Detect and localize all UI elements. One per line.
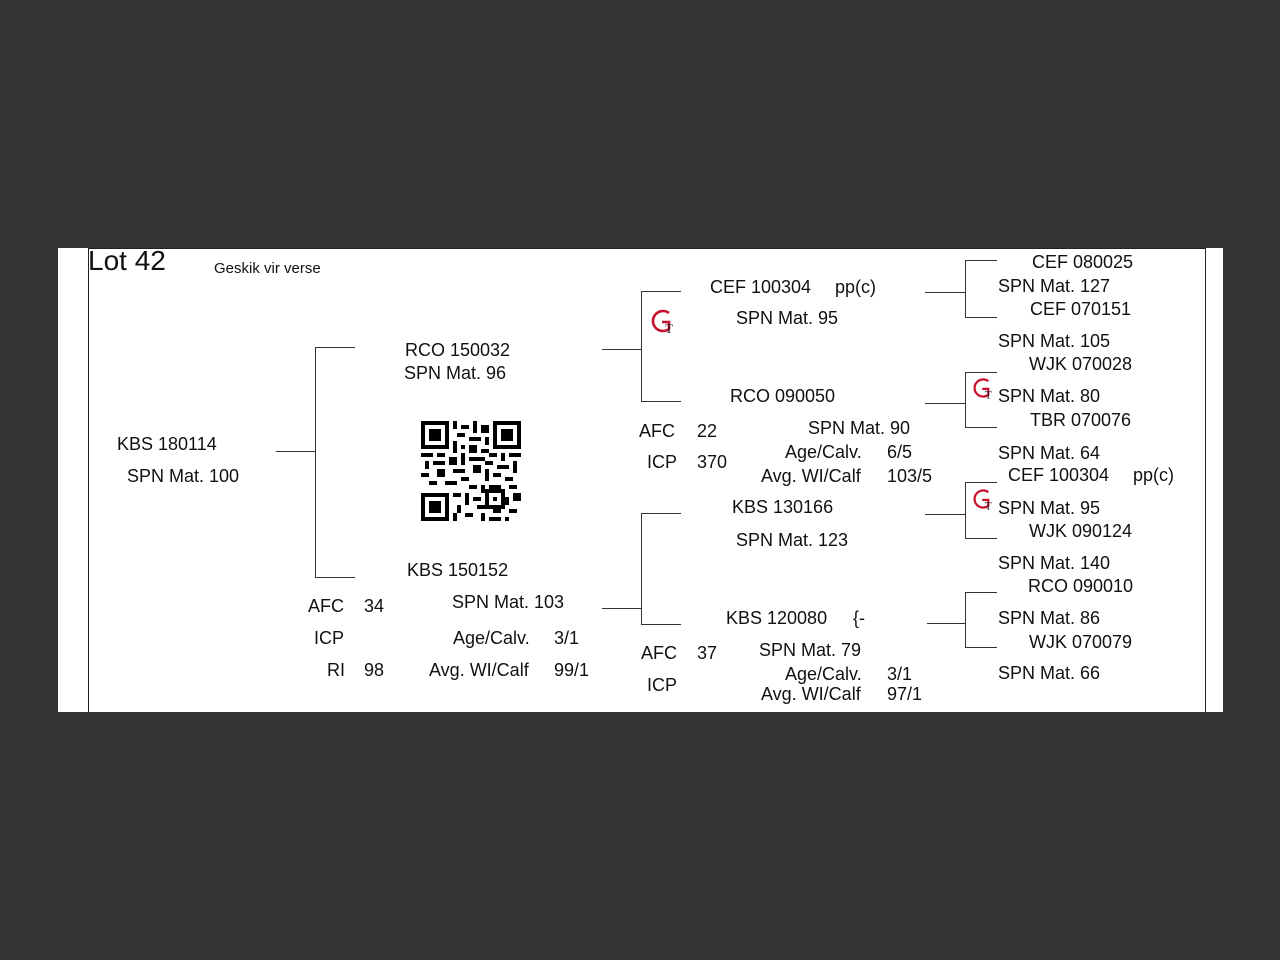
connector [315,347,316,577]
sd-avgwi-label: Avg. WI/Calf [761,466,861,486]
connector [276,451,316,452]
sd-agecalv-value: 6/5 [887,442,913,462]
sd-icp-label: ICP [647,452,678,472]
connector [965,260,997,261]
dam-ri-label: RI [327,660,345,680]
page-top-border [88,248,1205,249]
connector [965,372,997,373]
gg-id: WJK 070079 [1029,632,1133,652]
gg-spn: SPN Mat. 64 [998,443,1101,463]
dam-agecalv-label: Age/Calv. [453,628,530,648]
sd-agecalv-label: Age/Calv. [785,442,862,462]
dam-spn: SPN Mat. 103 [452,592,565,612]
connector [927,623,965,624]
page-right-border [1205,248,1206,712]
gg-id: RCO 090010 [1028,576,1134,596]
sd-id: RCO 090050 [730,386,836,406]
connector [925,292,965,293]
dam-id: KBS 150152 [407,560,509,580]
gg-id: WJK 070028 [1029,354,1133,374]
sd-icp-value: 370 [697,452,728,472]
connector [965,538,997,539]
dam-agecalv-value: 3/1 [554,628,580,648]
sire-spn: SPN Mat. 96 [404,363,507,383]
connector [315,347,355,348]
dd-id: KBS 120080 [726,608,828,628]
connector [965,427,997,428]
dd-spn: SPN Mat. 79 [759,640,862,660]
gg-suffix: pp(c) [1133,465,1175,485]
lot-note: Geskik vir verse [214,260,321,277]
dd-icp-label: ICP [647,675,678,695]
gg-spn: SPN Mat. 86 [998,608,1101,628]
connector [641,401,681,402]
gt-breeder-logo-icon: T [973,378,992,400]
gt-breeder-logo-icon: T [973,489,992,511]
ss-spn: SPN Mat. 95 [736,308,839,328]
qr-code-icon [421,421,521,521]
gg-id: CEF 070151 [1030,299,1132,319]
sd-spn: SPN Mat. 90 [808,418,911,438]
ss-suffix: pp(c) [835,277,877,297]
svg-text:T: T [985,500,992,511]
gg-spn: SPN Mat. 140 [998,553,1111,573]
animal-spn: SPN Mat. 100 [127,466,240,486]
connector [965,592,997,593]
gg-spn: SPN Mat. 127 [998,276,1111,296]
connector [925,514,965,515]
connector [315,577,355,578]
dd-afc-label: AFC [641,643,677,663]
connector [641,624,681,625]
connector [641,513,642,624]
ds-id: KBS 130166 [732,497,834,517]
dd-agecalv-value: 3/1 [887,664,913,684]
sire-id: RCO 150032 [405,340,511,360]
connector [965,592,966,647]
connector [925,403,965,404]
gg-id: CEF 080025 [1032,252,1134,272]
gg-spn: SPN Mat. 80 [998,386,1101,406]
sd-afc-label: AFC [639,421,675,441]
connector [602,608,642,609]
dd-avgwi-label: Avg. WI/Calf [761,684,861,704]
animal-id: KBS 180114 [117,434,217,454]
connector [965,372,966,427]
lot-number: Lot 42 [88,245,166,276]
connector [641,291,681,292]
dam-icp-label: ICP [314,628,345,648]
dam-ri-value: 98 [364,660,385,680]
sd-avgwi-value: 103/5 [887,466,933,486]
dd-afc-value: 37 [697,643,718,663]
gg-spn: SPN Mat. 95 [998,498,1101,518]
dd-avgwi-value: 97/1 [887,684,923,704]
dam-avgwi-label: Avg. WI/Calf [429,660,529,680]
dd-agecalv-label: Age/Calv. [785,664,862,684]
connector [602,349,642,350]
sd-afc-value: 22 [697,421,718,441]
connector [965,647,997,648]
connector [641,291,642,401]
page-left-border [88,248,89,712]
gt-breeder-logo-icon: T [651,309,673,335]
gg-id: TBR 070076 [1030,410,1132,430]
ss-id: CEF 100304 [710,277,812,297]
connector [641,513,681,514]
connector [965,317,997,318]
pedigree-page: Lot 42 Geskik vir verse KBS 180114 SPN M… [58,245,1223,712]
svg-text:T: T [665,321,673,335]
gg-spn: SPN Mat. 105 [998,331,1111,351]
connector [965,482,997,483]
dam-afc-label: AFC [308,596,344,616]
gg-id: CEF 100304 [1008,465,1110,485]
dd-suffix: {- [853,608,866,628]
dam-afc-value: 34 [364,596,385,616]
svg-text:T: T [985,389,992,400]
connector [965,482,966,538]
gg-id: WJK 090124 [1029,521,1133,541]
gg-spn: SPN Mat. 66 [998,663,1101,683]
connector [965,260,966,317]
ds-spn: SPN Mat. 123 [736,530,849,550]
dam-avgwi-value: 99/1 [554,660,590,680]
